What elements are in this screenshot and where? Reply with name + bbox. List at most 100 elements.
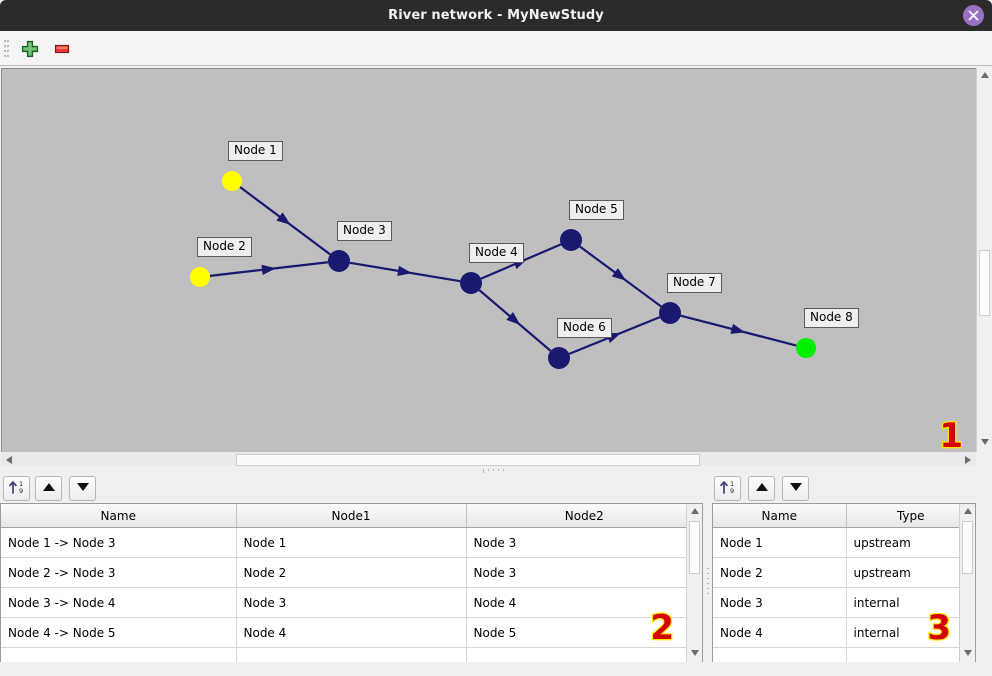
table-empty-row[interactable]	[1, 647, 702, 662]
cell-name[interactable]: Node 1	[713, 527, 847, 558]
canvas-hscroll-thumb[interactable]	[236, 454, 700, 466]
scroll-up-icon[interactable]	[960, 504, 975, 520]
add-plus-icon[interactable]	[18, 37, 42, 61]
graph-edge-arrowhead	[276, 212, 291, 225]
cell-node1[interactable]: Node 1	[236, 527, 467, 558]
horizontal-splitter[interactable]	[0, 466, 992, 474]
callout-marker-1: 1	[938, 415, 964, 452]
node-label-node5[interactable]: Node 5	[569, 200, 624, 220]
splitter-grip-dots	[707, 568, 709, 596]
network-diagram-canvas[interactable]: Node 1 Node 2 Node 3 Node 4 Node 5 Node 6 Node…	[1, 68, 977, 452]
graph-node-node7[interactable]	[659, 302, 681, 324]
move-up-icon[interactable]	[748, 476, 775, 501]
splitter-grip-dots	[483, 469, 511, 473]
graph-node-node1[interactable]	[222, 171, 242, 191]
graph-node-node6[interactable]	[548, 347, 570, 369]
canvas-vertical-scrollbar[interactable]	[976, 68, 992, 451]
nodes-table-vertical-scrollbar[interactable]	[959, 504, 975, 662]
graph-node-node3[interactable]	[328, 250, 350, 272]
column-header-type[interactable]: Type	[846, 504, 975, 528]
nodes-table-vscroll-thumb[interactable]	[962, 521, 973, 574]
column-header-node1[interactable]: Node1	[236, 504, 467, 528]
node-label-node2[interactable]: Node 2	[197, 237, 252, 257]
status-strip	[0, 662, 992, 676]
cell-name[interactable]: Node 2 -> Node 3	[1, 557, 237, 588]
cell-name[interactable]: Node 2	[713, 557, 847, 588]
cell-type[interactable]: upstream	[846, 527, 975, 558]
diagram-panel: Node 1 Node 2 Node 3 Node 4 Node 5 Node 6 Node…	[0, 66, 992, 468]
delete-minus-icon[interactable]	[50, 37, 74, 61]
node-label-node6[interactable]: Node 6	[557, 318, 612, 338]
edges-pane: 1 9 Name Node1 Node2	[0, 474, 703, 676]
network-graph	[190, 171, 816, 369]
node-label-node3[interactable]: Node 3	[337, 221, 392, 241]
scroll-right-icon[interactable]	[960, 452, 976, 468]
scroll-down-icon[interactable]	[977, 435, 992, 451]
cell-node2[interactable]: Node 5	[466, 617, 702, 648]
column-header-node2[interactable]: Node2	[466, 504, 702, 528]
sort-ascending-icon[interactable]: 1 9	[3, 476, 30, 501]
scroll-up-icon[interactable]	[687, 504, 702, 520]
canvas-horizontal-scrollbar[interactable]	[1, 452, 976, 468]
svg-text:1: 1	[19, 480, 23, 488]
close-icon[interactable]	[963, 5, 984, 26]
cell-node2[interactable]: Node 4	[466, 587, 702, 618]
edges-pane-toolbar: 1 9	[0, 474, 703, 503]
cell-type[interactable]: internal	[846, 587, 975, 618]
cell-type[interactable]: internal	[846, 617, 975, 648]
graph-node-node5[interactable]	[560, 229, 582, 251]
column-header-name[interactable]: Name	[713, 504, 847, 528]
graph-edges	[209, 186, 797, 355]
toolbar-grip[interactable]	[4, 40, 9, 57]
edges-table-vertical-scrollbar[interactable]	[686, 504, 702, 662]
edges-table-vscroll-thumb[interactable]	[689, 521, 700, 574]
canvas-vscroll-thumb[interactable]	[979, 250, 990, 316]
cell-name[interactable]: Node 3 -> Node 4	[1, 587, 237, 618]
table-empty-row[interactable]	[713, 647, 975, 662]
graph-node-node4[interactable]	[460, 272, 482, 294]
svg-text:9: 9	[19, 487, 23, 495]
node-label-node7[interactable]: Node 7	[667, 273, 722, 293]
move-up-icon[interactable]	[35, 476, 62, 501]
node-label-node1[interactable]: Node 1	[228, 141, 283, 161]
nodes-table-header-row: Name Type	[713, 504, 975, 528]
scroll-up-icon[interactable]	[977, 68, 992, 84]
cell-node1[interactable]: Node 4	[236, 617, 467, 648]
nodes-pane-toolbar: 1 9	[712, 474, 992, 503]
cell-name[interactable]: Node 1 -> Node 3	[1, 527, 237, 558]
column-header-name[interactable]: Name	[1, 504, 237, 528]
cell-node2[interactable]: Node 3	[466, 527, 702, 558]
move-down-icon[interactable]	[69, 476, 96, 501]
scroll-down-icon[interactable]	[687, 646, 702, 662]
sort-ascending-icon[interactable]: 1 9	[714, 476, 741, 501]
graph-edge-arrowhead	[730, 323, 746, 334]
scroll-down-icon[interactable]	[960, 646, 975, 662]
cell-node2[interactable]: Node 3	[466, 557, 702, 588]
graph-node-node2[interactable]	[190, 267, 210, 287]
cell-name[interactable]: Node 3	[713, 587, 847, 618]
cell-node1[interactable]: Node 3	[236, 587, 467, 618]
graph-nodes	[190, 171, 816, 369]
cell-name[interactable]: Node 4 -> Node 5	[1, 617, 237, 648]
node-label-node4[interactable]: Node 4	[469, 243, 524, 263]
graph-node-node8[interactable]	[796, 338, 816, 358]
cell-type[interactable]: upstream	[846, 557, 975, 588]
vertical-splitter[interactable]	[703, 500, 712, 660]
scroll-left-icon[interactable]	[1, 452, 17, 468]
cell-name[interactable]: Node 4	[713, 617, 847, 648]
move-down-icon[interactable]	[782, 476, 809, 501]
node-label-node8[interactable]: Node 8	[804, 308, 859, 328]
cell-node1[interactable]: Node 2	[236, 557, 467, 588]
